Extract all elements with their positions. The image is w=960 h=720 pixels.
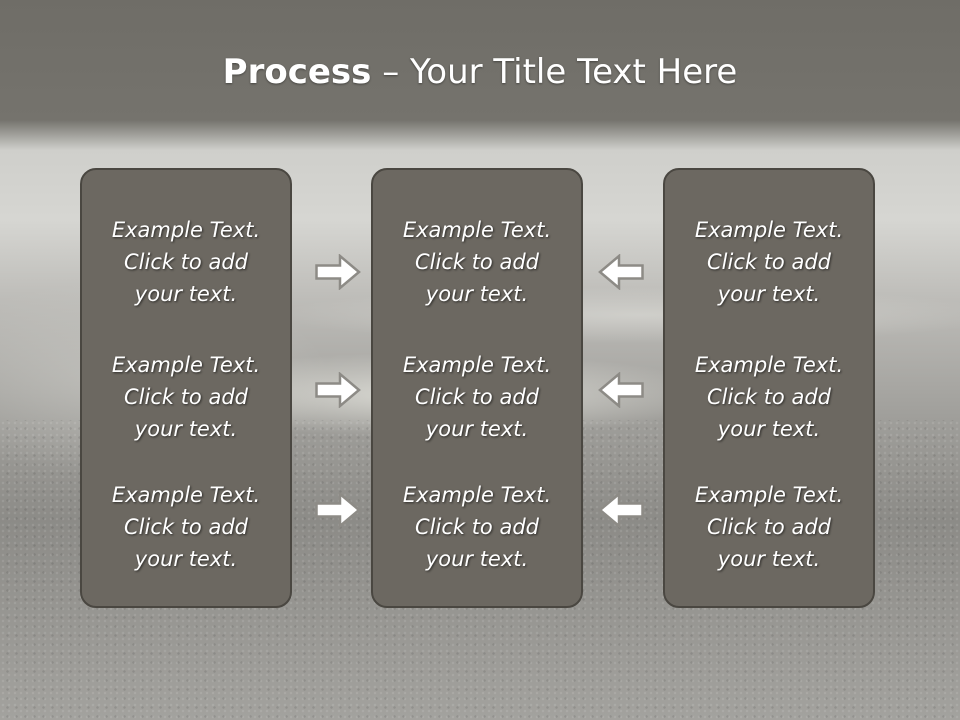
title-separator: –: [371, 52, 411, 92]
text-line: your text.: [134, 547, 238, 571]
arrow-right-icon: [315, 492, 361, 528]
text-line: your text.: [717, 417, 821, 441]
process-box-left[interactable]: Example Text. Click to add your text. Ex…: [80, 168, 292, 608]
text-line: Example Text.: [111, 353, 261, 377]
text-line: Example Text.: [694, 483, 844, 507]
text-block[interactable]: Example Text. Click to add your text.: [82, 349, 290, 445]
text-line: Click to add: [414, 250, 539, 274]
text-block[interactable]: Example Text. Click to add your text.: [373, 349, 581, 445]
text-line: your text.: [134, 417, 238, 441]
text-line: Example Text.: [694, 218, 844, 242]
text-line: your text.: [425, 282, 529, 306]
arrow-right-icon: [315, 372, 361, 408]
arrow-left-icon: [598, 492, 644, 528]
text-block[interactable]: Example Text. Click to add your text.: [665, 479, 873, 575]
text-line: Click to add: [414, 385, 539, 409]
arrow-left-icon: [598, 372, 644, 408]
text-line: Example Text.: [402, 218, 552, 242]
text-line: Click to add: [123, 515, 248, 539]
text-line: Click to add: [123, 250, 248, 274]
text-block[interactable]: Example Text. Click to add your text.: [82, 214, 290, 310]
text-line: Click to add: [706, 250, 831, 274]
text-line: Click to add: [414, 515, 539, 539]
text-line: Example Text.: [402, 353, 552, 377]
text-line: Example Text.: [402, 483, 552, 507]
text-block[interactable]: Example Text. Click to add your text.: [373, 479, 581, 575]
text-line: your text.: [717, 547, 821, 571]
title-bold: Process: [222, 52, 372, 92]
text-block[interactable]: Example Text. Click to add your text.: [373, 214, 581, 310]
text-line: your text.: [425, 547, 529, 571]
text-line: your text.: [717, 282, 821, 306]
process-box-right[interactable]: Example Text. Click to add your text. Ex…: [663, 168, 875, 608]
arrow-right-icon: [315, 254, 361, 290]
title-rest: Your Title Text Here: [410, 52, 738, 92]
arrow-left-icon: [598, 254, 644, 290]
text-block[interactable]: Example Text. Click to add your text.: [82, 479, 290, 575]
text-line: your text.: [134, 282, 238, 306]
text-line: Click to add: [706, 515, 831, 539]
text-line: Click to add: [123, 385, 248, 409]
process-box-center[interactable]: Example Text. Click to add your text. Ex…: [371, 168, 583, 608]
text-line: Example Text.: [111, 483, 261, 507]
text-block[interactable]: Example Text. Click to add your text.: [665, 214, 873, 310]
slide-title[interactable]: Process – Your Title Text Here: [0, 52, 960, 92]
text-line: your text.: [425, 417, 529, 441]
text-line: Example Text.: [111, 218, 261, 242]
text-line: Example Text.: [694, 353, 844, 377]
text-block[interactable]: Example Text. Click to add your text.: [665, 349, 873, 445]
text-line: Click to add: [706, 385, 831, 409]
